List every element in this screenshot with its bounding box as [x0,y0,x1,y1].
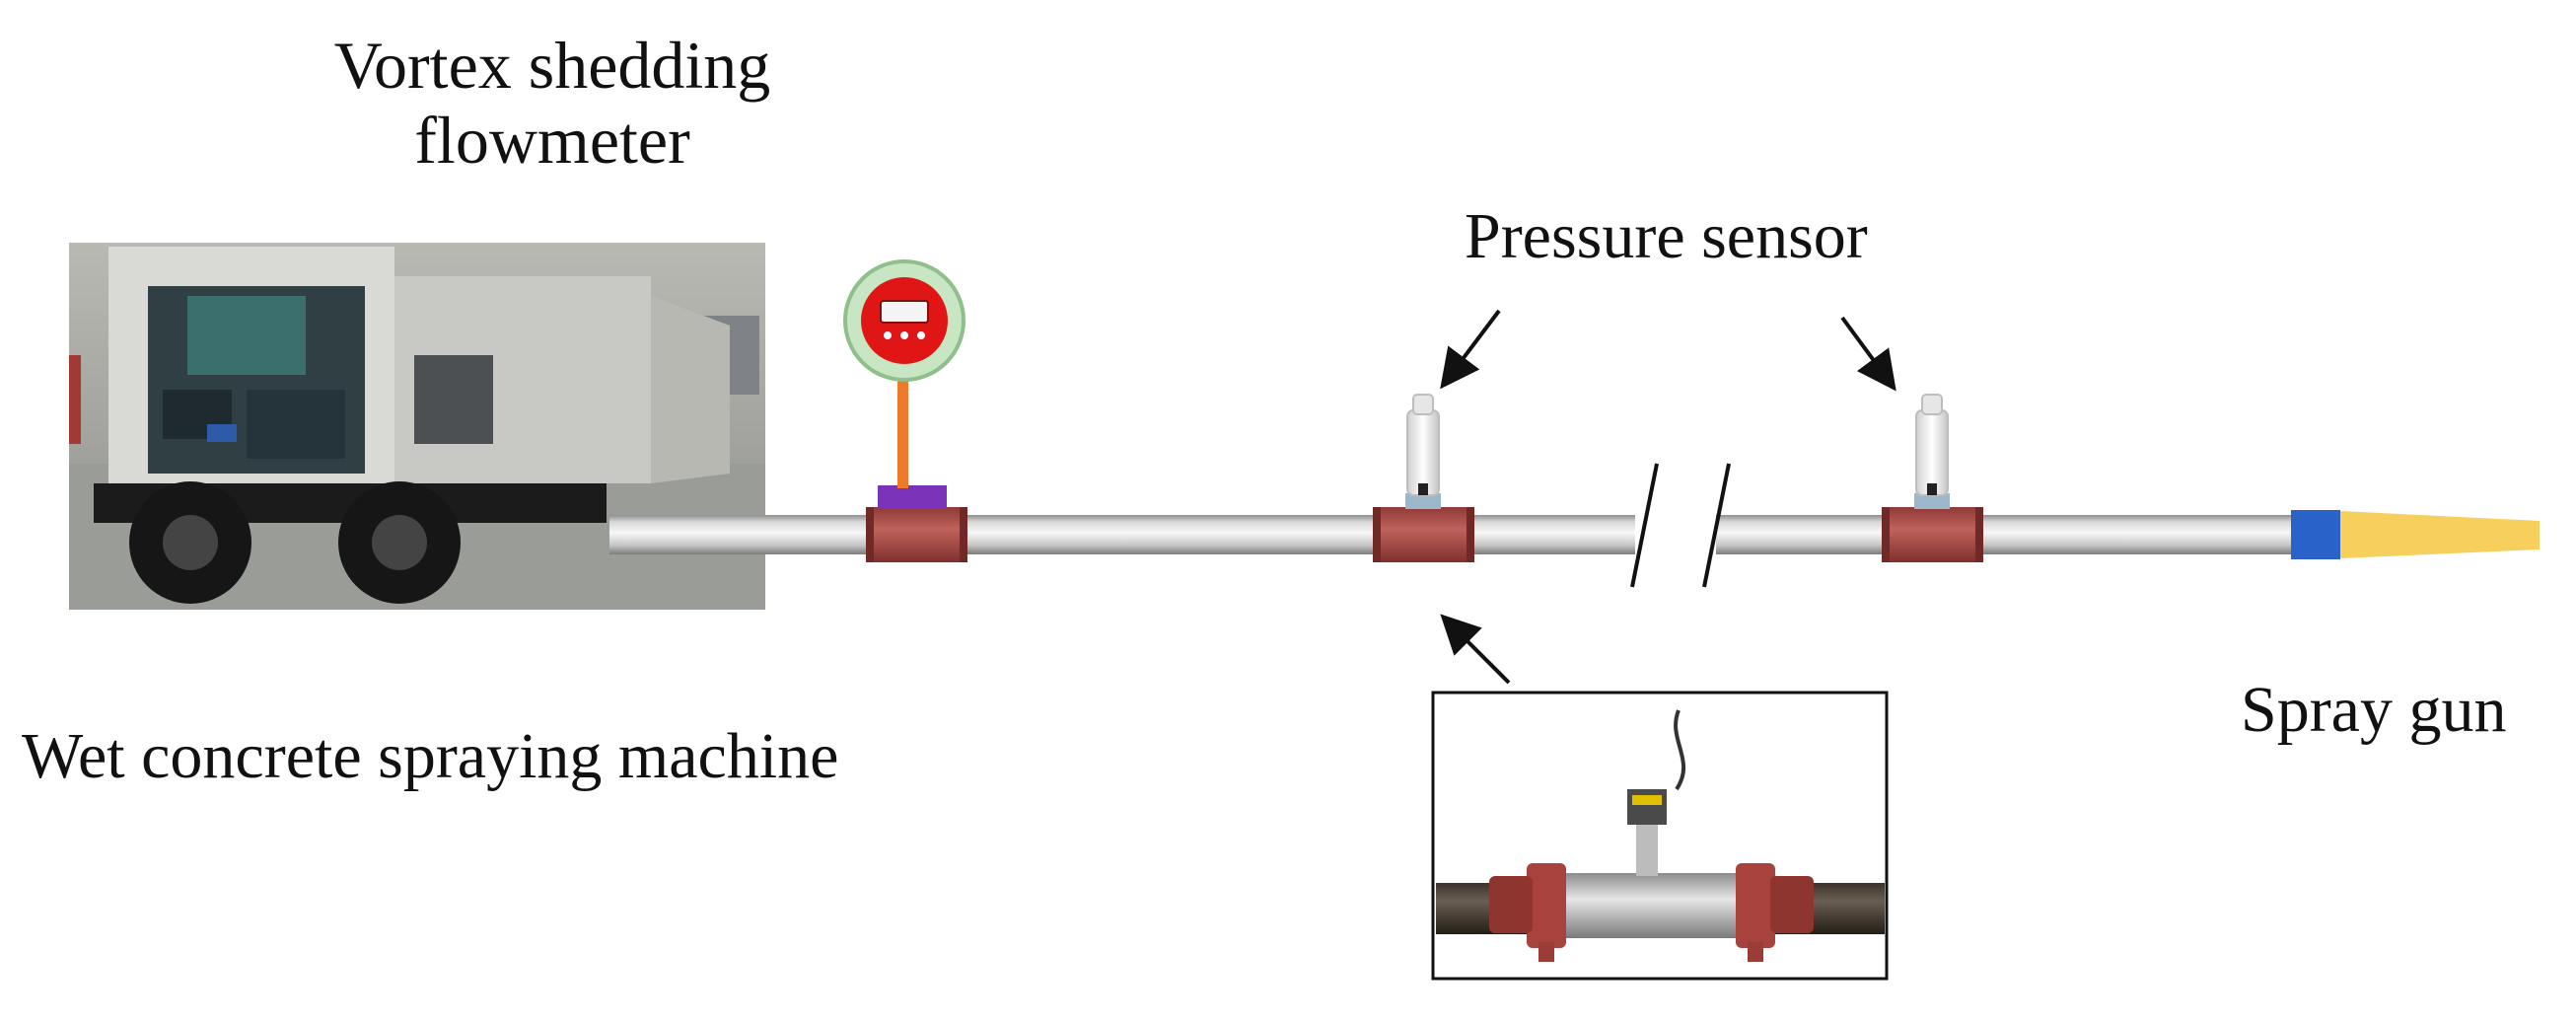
pressure-sensor-icon-2 [1914,394,1950,509]
flowmeter-label: Vortex shedding flowmeter [197,28,907,178]
coupling-sensor-2 [1882,507,1983,562]
arrow-to-sensor-1 [1440,309,1501,390]
spraying-machine-image [69,243,765,610]
arrows [1440,309,1896,685]
pipe-break-mark [1630,463,1731,588]
spray-gun-nozzle-icon [2291,510,2540,559]
machine-label: Wet concrete spraying machine [22,720,839,792]
flowmeter-label-line1: Vortex shedding [333,28,771,103]
pressure-sensor-icon-1 [1405,394,1441,509]
arrow-to-sensor-2 [1840,316,1896,392]
coupling-sensor-1 [1373,507,1474,562]
pressure-sensor-label: Pressure sensor [1465,200,1868,272]
inset-sensor-photo [1431,691,1889,981]
arrow-from-inset [1440,614,1511,685]
flowmeter-label-line2: flowmeter [414,103,690,179]
vortex-flowmeter-icon [843,259,966,509]
coupling-flowmeter [866,507,967,562]
spray-gun-label: Spray gun [2241,674,2507,746]
